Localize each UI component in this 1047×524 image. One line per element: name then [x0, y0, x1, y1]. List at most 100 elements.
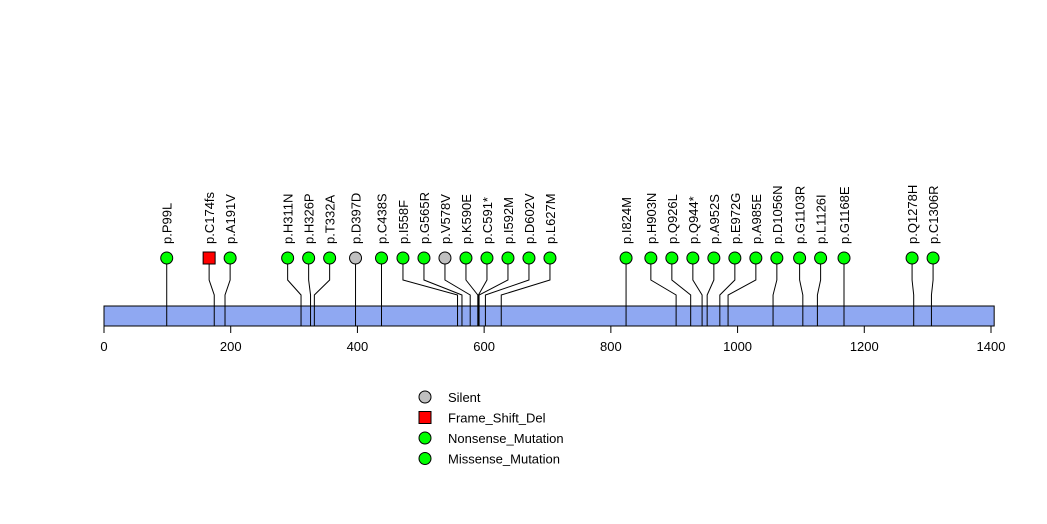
mutation-head-circle: [375, 251, 389, 265]
mutation-stem: [402, 258, 459, 326]
mutation-label: p.L1126I: [814, 194, 829, 244]
mutation-head-circle: [686, 251, 700, 265]
mutation-label: p.K590E: [459, 194, 474, 244]
mutation-stem: [308, 258, 312, 326]
mutation-stem: [930, 258, 934, 326]
mutation-stem: [484, 258, 530, 326]
mutation-stem: [727, 258, 757, 326]
x-tick-label: 1400: [977, 339, 1006, 354]
legend-label: Missense_Mutation: [448, 452, 560, 467]
mutation-label: p.A985E: [749, 194, 764, 244]
mutation-head-circle: [438, 251, 452, 265]
mutation-head-circle: [396, 251, 410, 265]
mutation-head-circle: [480, 251, 494, 265]
mutation-label: p.H903N: [644, 193, 659, 244]
mutation-head-circle: [160, 251, 174, 265]
mutation-stem: [287, 258, 302, 326]
mutation-stem: [224, 258, 231, 326]
mutation-stem: [706, 258, 715, 326]
mutation-head-circle: [665, 251, 679, 265]
mutation-label: p.D397D: [349, 193, 364, 244]
mutation-label: p.Q926L: [665, 194, 680, 244]
mutation-head-circle: [349, 251, 363, 265]
x-tick-label: 400: [347, 339, 369, 354]
mutation-label: p.D602V: [522, 193, 537, 244]
mutation-stem: [478, 258, 509, 326]
mutation-label: p.T332A: [323, 195, 338, 244]
mutation-head-circle: [707, 251, 721, 265]
mutation-stem: [911, 258, 915, 326]
mutation-stem: [799, 258, 804, 326]
x-tick-label: 600: [473, 339, 495, 354]
mutation-stem: [465, 258, 479, 326]
mutation-stem: [719, 258, 736, 326]
mutation-head-square: [202, 251, 216, 265]
mutation-head-circle: [281, 251, 295, 265]
legend-square-icon: [418, 411, 432, 424]
mutation-head-circle: [223, 251, 237, 265]
x-tick-label: 800: [600, 339, 622, 354]
mutation-label: p.I558F: [396, 200, 411, 244]
mutation-head-circle: [619, 251, 633, 265]
mutation-stem: [444, 258, 471, 326]
mutation-head-circle: [728, 251, 742, 265]
mutation-stem: [692, 258, 703, 326]
mutation-label: p.H326P: [302, 193, 317, 244]
mutation-head-circle: [749, 251, 763, 265]
mutation-label: p.C1306R: [926, 185, 941, 244]
protein-bar: [103, 305, 995, 327]
mutation-label: p.G1168E: [837, 186, 852, 244]
x-tick-label: 0: [100, 339, 107, 354]
mutation-label: p.C591*: [480, 197, 495, 244]
legend-circle-icon: [418, 390, 432, 404]
mutation-head-circle: [522, 251, 536, 265]
legend-circle-icon: [418, 452, 432, 465]
mutation-head-circle: [644, 251, 658, 265]
mutation-head-circle: [543, 251, 557, 265]
mutation-stem: [208, 258, 215, 326]
mutation-stem: [423, 258, 463, 326]
mutation-head-circle: [302, 251, 316, 265]
mutation-label: p.A191V: [223, 194, 238, 244]
mutation-label: p.G565R: [417, 192, 432, 244]
mutation-label: p.D1056N: [770, 185, 785, 244]
mutation-head-circle: [837, 251, 851, 265]
mutation-head-circle: [417, 251, 431, 265]
mutation-label: p.Q1278H: [905, 185, 920, 244]
mutation-stem: [772, 258, 778, 326]
legend-circle-icon: [418, 431, 432, 445]
mutation-label: p.E972G: [728, 193, 743, 244]
mutation-label: p.H311N: [281, 194, 296, 244]
mutation-label: p.V578V: [438, 194, 453, 244]
mutation-label: p.Q944*: [686, 196, 701, 244]
mutation-label: p.A952S: [707, 194, 722, 244]
mutation-label: p.C174fs: [202, 191, 217, 244]
legend-label: Nonsense_Mutation: [448, 431, 564, 446]
mutation-stem: [477, 258, 488, 326]
mutation-stem: [816, 258, 822, 326]
mutation-stem: [671, 258, 692, 326]
x-tick-label: 1000: [723, 339, 752, 354]
mutation-head-circle: [501, 251, 515, 265]
mutation-head-circle: [459, 251, 473, 265]
mutation-head-circle: [323, 251, 337, 265]
x-tick-label: 1200: [850, 339, 879, 354]
mutation-head-circle: [793, 251, 807, 265]
x-tick-label: 200: [220, 339, 242, 354]
mutation-head-circle: [926, 251, 940, 265]
legend-label: Silent: [448, 390, 481, 405]
mutation-stem: [500, 258, 551, 326]
legend-label: Frame_Shift_Del: [448, 411, 546, 426]
mutation-label: p.C438S: [375, 193, 390, 244]
mutation-label: p.L627M: [543, 193, 558, 244]
mutation-label: p.I592M: [501, 197, 516, 244]
mutation-label: p.G1103R: [793, 186, 808, 244]
mutation-head-circle: [814, 251, 828, 265]
mutation-head-circle: [770, 251, 784, 265]
mutation-stem: [650, 258, 677, 326]
mutation-label: p.I824M: [619, 197, 634, 244]
mutation-label: p.P99L: [160, 203, 175, 244]
mutation-stem: [313, 258, 331, 326]
